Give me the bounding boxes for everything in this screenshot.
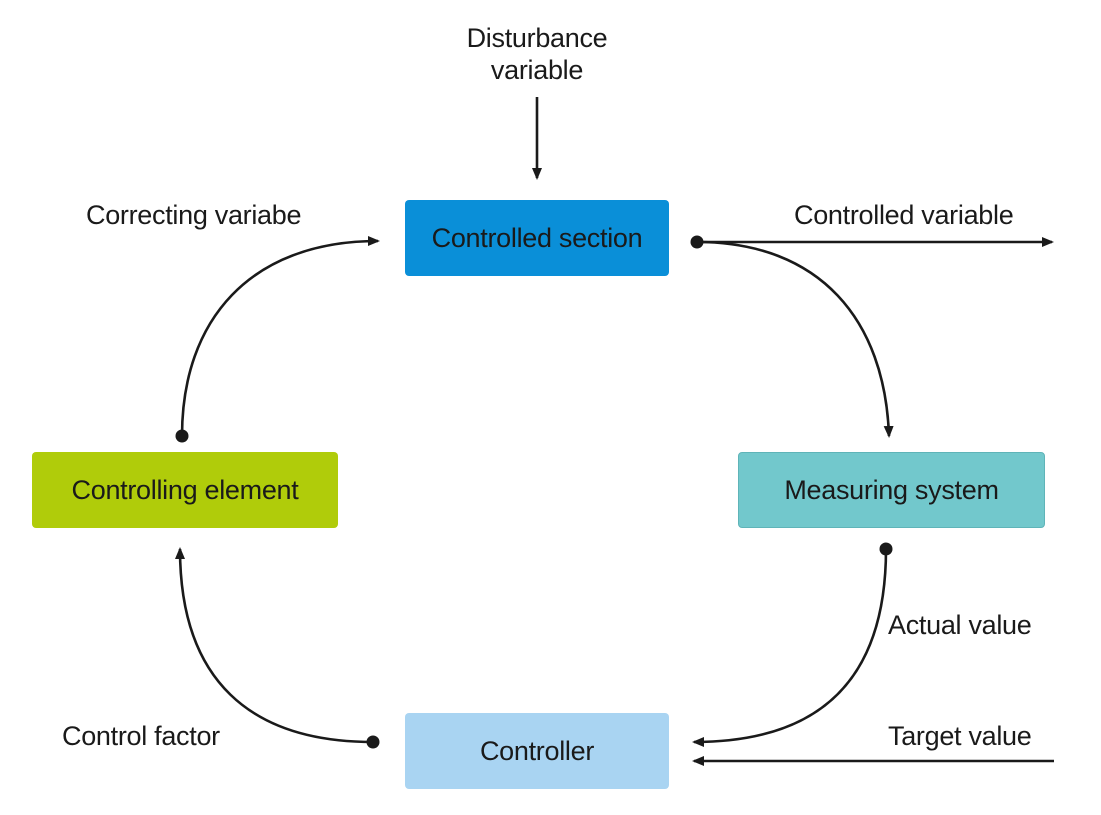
edge-element-to-section: [180, 236, 380, 437]
controller-box: Controller: [405, 713, 669, 789]
edge-measuring-to-controller: [692, 548, 888, 747]
correcting-variable-label: Correcting variabe: [86, 200, 302, 230]
measuring-system-box: Measuring system: [738, 452, 1045, 528]
dot-controller-out: [366, 735, 380, 749]
target-value-label: Target value: [888, 721, 1032, 751]
dot-section-out: [690, 235, 704, 249]
dot-measuring-out: [879, 542, 893, 556]
edge-section-to-measuring: [696, 240, 894, 438]
controlling-element-label: Controlling element: [71, 474, 299, 505]
controlled-variable-label: Controlled variable: [794, 200, 1014, 230]
disturbance-variable-label: Disturbance variable: [466, 23, 608, 85]
controlled-section-box: Controlled section: [405, 200, 669, 276]
controlled-section-label: Controlled section: [431, 222, 643, 253]
measuring-system-label: Measuring system: [784, 474, 999, 505]
control-factor-label: Control factor: [62, 721, 220, 751]
controller-label: Controller: [479, 735, 595, 766]
dot-element-out: [175, 429, 189, 443]
controlling-element-box: Controlling element: [32, 452, 338, 528]
actual-value-label: Actual value: [888, 610, 1032, 640]
edge-controller-to-element: [175, 547, 374, 744]
